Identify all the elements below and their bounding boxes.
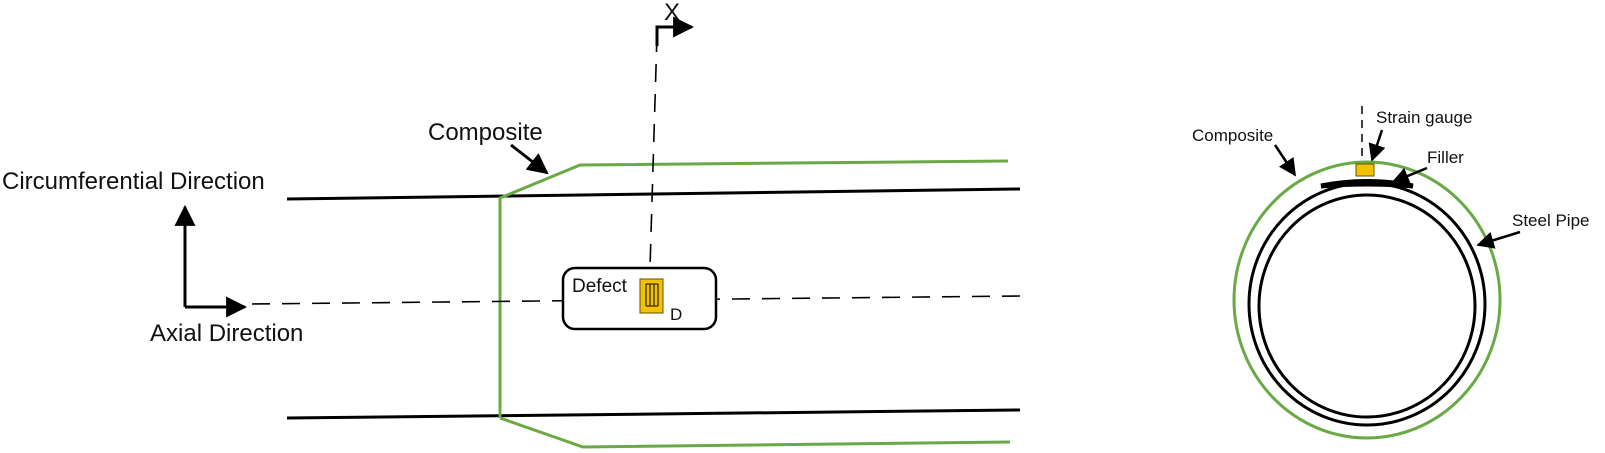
- pipe-bottom-wall: [286, 408, 1021, 420]
- cross-section-composite-arrow: [1273, 144, 1297, 177]
- section-arrow: [655, 16, 695, 46]
- filler-arrow: [1391, 166, 1428, 185]
- steel-pipe-outer: [1247, 181, 1487, 427]
- composite-outline-bottom: [499, 416, 1011, 449]
- composite-ring: [1232, 160, 1502, 440]
- composite-pointer-arrow: [510, 143, 549, 175]
- strain-gauge-icon: [639, 278, 664, 314]
- circumferential-direction-label: Circumferential Direction: [2, 168, 265, 195]
- section-line: [649, 33, 658, 269]
- cross-section-view: Composite Strain gauge Filler Steel Pipe: [1192, 106, 1590, 440]
- filler-region: [1320, 179, 1414, 189]
- side-view: X Circumferential Direction Axial Direct…: [2, 0, 1021, 449]
- composite-outline-top: [498, 159, 1009, 418]
- axial-direction-label: Axial Direction: [150, 320, 303, 347]
- section-label: X: [664, 0, 680, 26]
- steel-pipe-arrow: [1476, 230, 1521, 249]
- cross-section-composite-label: Composite: [1192, 126, 1273, 145]
- steel-pipe-label: Steel Pipe: [1512, 211, 1590, 230]
- strain-gauge-label: Strain gauge: [1376, 108, 1472, 127]
- filler-label: Filler: [1427, 148, 1464, 167]
- steel-pipe-inner: [1257, 193, 1477, 419]
- defect-label: Defect: [572, 276, 628, 297]
- dimension-label: D: [670, 305, 682, 324]
- axial-centerline: [251, 295, 1021, 305]
- cross-section-gauge-icon: [1355, 163, 1375, 177]
- strain-gauge-arrow: [1368, 129, 1386, 162]
- pipe-top-wall: [286, 187, 1021, 201]
- composite-label: Composite: [428, 119, 543, 146]
